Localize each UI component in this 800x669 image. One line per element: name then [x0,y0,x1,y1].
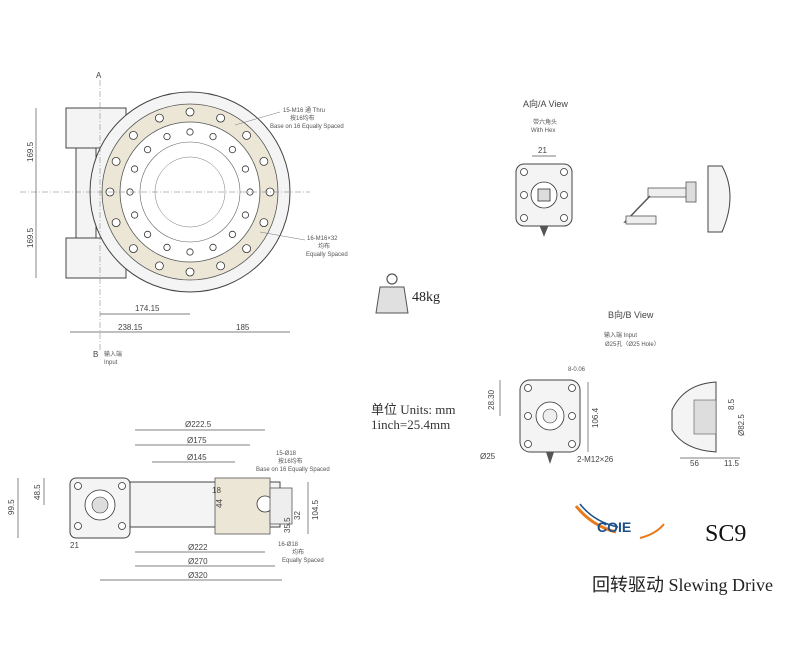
callout-outer-1: 15-M16 通 Thru [283,106,325,114]
bolt-hole [186,128,194,136]
dim-169-top: 169.5 [26,141,35,162]
a-view-title: A向/A View [523,98,568,109]
callout-outer-3: Base on 16 Equally Spaced [270,124,344,130]
outer-bolt-holes [105,107,275,277]
callout-inner-1: 16-M16×32 [307,236,338,242]
b-view-note-en: Ø25孔（Ø25 Hole） [605,340,660,348]
bolt-hole [144,230,152,238]
a-view-note-en: With Hex [531,128,555,134]
model-name: SC9 [705,521,747,547]
bolt-hole [131,211,139,219]
a-view-dim-21: 21 [538,146,547,155]
label-b: B [93,350,98,359]
leader-outer [234,111,281,126]
bolt-hole [185,107,195,117]
bolt-hole [216,113,226,123]
dim-169-bottom: 169.5 [26,227,35,248]
sec-h35-5: 35.5 [283,517,292,533]
sec-callout-bot-1: 16-Ø18 [278,542,299,548]
bolt-hole [128,130,138,140]
bolt-hole [209,243,217,251]
bolt-hole [241,165,249,173]
b-dim-11-5: 11.5 [724,459,740,468]
b-dim-m12: 2-M12×26 [577,455,614,464]
bolt-hole [131,165,139,173]
sec-h104-5: 104.5 [311,499,320,520]
units-line-2: 1inch=25.4mm [371,417,451,432]
sec-d145: Ø145 [187,453,207,462]
b-view: B向/B View 输入端 Input Ø25孔（Ø25 Hole） 8-0.0… [480,309,746,468]
callout-inner-3: Equally Spaced [306,252,348,258]
bolt-hole [185,267,195,277]
input-en: Input [104,360,118,366]
bolt-hole [241,211,249,219]
a-view-side-profile [707,165,731,233]
bolt-hole [163,133,171,141]
a-view: A向/A View 带六角头 With Hex 21 [515,98,731,237]
callout-inner-2: 均布 [318,242,330,250]
a-view-note-cn: 带六角头 [533,118,557,126]
sec-callout-top-1: 15-Ø18 [276,451,297,457]
bolt-hole [144,146,152,154]
b-dim-28: 28.30 [487,389,496,410]
sec-d222-5: Ø222.5 [185,420,212,429]
b-dim-8: 8-0.06 [568,367,586,373]
dim-185: 185 [236,323,250,332]
sec-callout-top-3: Base on 16 Equally Spaced [256,467,330,473]
inner-bolt-holes [126,128,254,256]
product-name: 回转驱动 Slewing Drive [592,575,773,595]
sec-d222: Ø222 [188,543,208,552]
section-view: Ø222.5 Ø175 Ø145 Ø222 Ø270 Ø320 99.5 48.… [7,420,330,581]
bolt-hole [259,156,269,166]
b-dim-106: 106.4 [591,407,600,428]
brand-text: COIE [597,519,631,535]
b-dim-d82: Ø82.5 [737,414,746,436]
b-dim-d25: Ø25 [480,452,496,461]
bolt-hole [242,130,252,140]
sec-h18: 18 [212,486,221,495]
bolt-hole [163,243,171,251]
leader-inner [259,231,306,241]
hex-head-icon [537,188,551,202]
sec-d175: Ø175 [187,436,207,445]
bolt-hole [111,218,121,228]
bolt-hole [128,244,138,254]
sec-h44: 44 [215,499,224,508]
bolt-hole [209,133,217,141]
bolt-hole [216,261,226,271]
bolt-hole [228,230,236,238]
bolt-hole [154,113,164,123]
b-dim-8-5: 8.5 [727,398,736,410]
b-view-note-cn: 输入端 Input [604,331,637,339]
sec-callout-bot-3: Equally Spaced [282,558,324,564]
weight-icon [375,273,409,314]
bolt-hole [186,248,194,256]
units-line-1: 单位 Units: mm [371,402,456,417]
bolt-hole [154,261,164,271]
sec-h32: 32 [293,511,302,520]
coie-logo [574,503,665,539]
b-view-title: B向/B View [608,309,654,320]
dim-238: 238.15 [118,323,143,332]
sec-callout-top-2: 按16均布 [278,457,303,465]
bolt-hole [228,146,236,154]
dim-174: 174.15 [135,304,160,313]
callout-outer-2: 按16均布 [290,114,315,122]
sec-d320: Ø320 [188,571,208,580]
top-view: A B 输入端 Input 169.5 169.5 174.15 238.15 … [20,71,348,366]
sec-h48-5: 48.5 [33,484,42,500]
b-dim-56: 56 [690,459,699,468]
crank-handle-icon [623,181,697,225]
weight-value: 48kg [412,290,440,305]
sec-d270: Ø270 [188,557,208,566]
bolt-hole [242,244,252,254]
bolt-hole [259,218,269,228]
bolt-hole [111,156,121,166]
sec-callout-bot-2: 均布 [292,548,304,556]
input-cn: 输入端 [104,350,122,358]
sec-h99-5: 99.5 [7,499,16,515]
sec-r21: 21 [70,541,79,550]
label-a: A [96,71,102,80]
